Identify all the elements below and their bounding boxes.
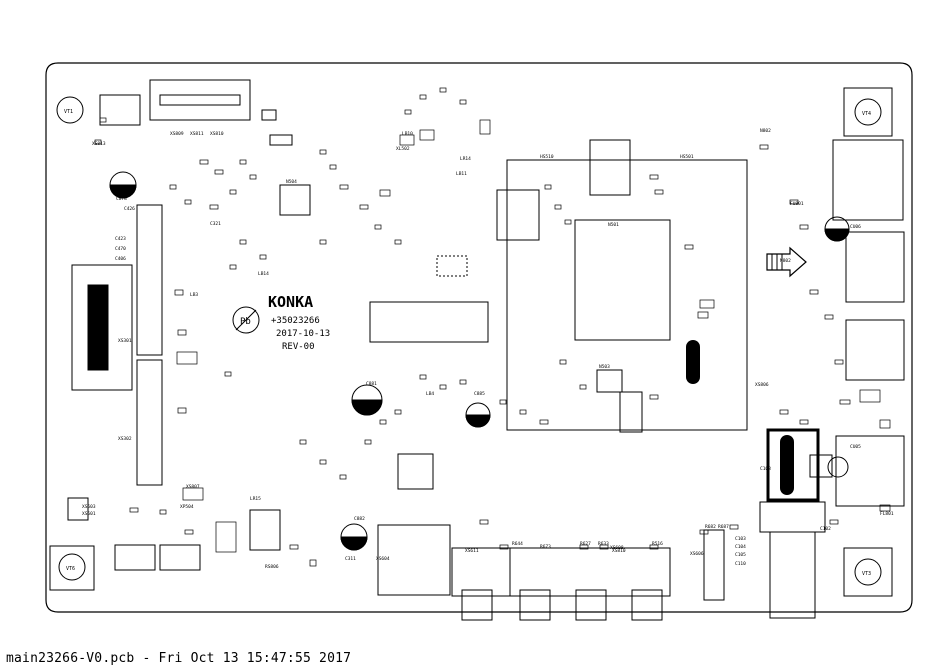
svg-text:C426: C426 xyxy=(124,206,135,212)
svg-text:R682: R682 xyxy=(705,524,716,530)
svg-text:HS510: HS510 xyxy=(540,154,554,160)
mounting-hole-top-left: VT1 xyxy=(56,96,84,124)
crystal-center xyxy=(686,340,700,384)
electrolytic-caps xyxy=(109,171,850,551)
svg-text:C108: C108 xyxy=(760,466,771,472)
mounting-hole-bottom-left: VT6 xyxy=(49,545,95,591)
svg-text:Pb: Pb xyxy=(240,317,251,327)
left-connector-lower xyxy=(67,359,201,571)
svg-text:CU06: CU06 xyxy=(850,224,861,230)
svg-text:C885: C885 xyxy=(474,391,485,397)
svg-text:R516: R516 xyxy=(652,541,663,547)
svg-text:LB14: LB14 xyxy=(258,271,269,277)
svg-text:XS813: XS813 xyxy=(92,141,106,147)
svg-text:XS301: XS301 xyxy=(118,338,132,344)
svg-text:VT1: VT1 xyxy=(64,109,73,115)
right-connectors xyxy=(766,139,905,507)
svg-text:XS604: XS604 xyxy=(376,556,390,562)
svg-text:N504: N504 xyxy=(286,179,297,185)
board-outline xyxy=(45,62,913,613)
svg-text:2017-10-13: 2017-10-13 xyxy=(276,329,330,339)
svg-text:XS809: XS809 xyxy=(170,131,184,137)
svg-text:VT4: VT4 xyxy=(862,111,871,117)
svg-text:LB10: LB10 xyxy=(402,131,413,137)
component-scatter xyxy=(94,87,891,567)
svg-text:XS811: XS811 xyxy=(190,131,204,137)
svg-text:C423: C423 xyxy=(115,236,126,242)
svg-text:C102: C102 xyxy=(820,526,831,532)
svg-text:XS601: XS601 xyxy=(82,511,96,517)
svg-text:+35023266: +35023266 xyxy=(271,316,320,326)
svg-text:KONKA: KONKA xyxy=(268,293,313,311)
svg-text:XS608: XS608 xyxy=(610,545,624,551)
svg-text:XS611: XS611 xyxy=(465,548,479,554)
svg-text:LB11: LB11 xyxy=(456,171,467,177)
svg-text:C104: C104 xyxy=(735,544,746,550)
svg-text:CU05: CU05 xyxy=(850,444,861,450)
svg-text:LR14: LR14 xyxy=(460,156,471,162)
svg-text:XS302: XS302 xyxy=(118,436,132,442)
svg-text:C406: C406 xyxy=(115,256,126,262)
svg-text:VT6: VT6 xyxy=(66,566,75,572)
svg-text:N802: N802 xyxy=(760,128,771,134)
svg-text:C103: C103 xyxy=(735,536,746,542)
mounting-hole-top-right: VT4 xyxy=(843,87,893,137)
svg-text:C470: C470 xyxy=(115,246,126,252)
svg-text:C882: C882 xyxy=(354,516,365,522)
label-area xyxy=(369,301,489,343)
svg-text:XS606: XS606 xyxy=(690,551,704,557)
ics xyxy=(249,184,833,551)
svg-text:LB4: LB4 xyxy=(426,391,434,397)
svg-text:XS806: XS806 xyxy=(755,382,769,388)
mounting-hole-bottom-right: VT3 xyxy=(843,547,893,597)
top-connector xyxy=(99,79,293,146)
crystal-right xyxy=(780,435,794,495)
svg-text:R627: R627 xyxy=(580,541,591,547)
svg-text:C321: C321 xyxy=(210,221,221,227)
svg-text:FL801: FL801 xyxy=(880,511,894,517)
svg-text:LB3: LB3 xyxy=(190,292,198,298)
board-marking: KONKA +35023266 2017-10-13 REV-00 Pb xyxy=(232,293,330,352)
svg-text:FU801: FU801 xyxy=(790,201,804,207)
svg-text:XL502: XL502 xyxy=(396,146,410,152)
bottom-connectors xyxy=(377,501,826,621)
svg-text:C110: C110 xyxy=(735,561,746,567)
svg-text:VT3: VT3 xyxy=(862,571,871,577)
tuner-area xyxy=(766,428,820,502)
svg-text:XS603: XS603 xyxy=(82,504,96,510)
svg-text:R633: R633 xyxy=(598,541,609,547)
svg-text:REV-00: REV-00 xyxy=(282,342,315,352)
left-connector-upper xyxy=(71,204,163,391)
svg-text:HS501: HS501 xyxy=(680,154,694,160)
svg-text:XS810: XS810 xyxy=(612,548,626,554)
pcb-file-info: main23266-V0.pcb - Fri Oct 13 15:47:55 2… xyxy=(6,651,352,666)
svg-text:R673: R673 xyxy=(540,544,551,550)
svg-text:XS810: XS810 xyxy=(210,131,224,137)
svg-text:N501: N501 xyxy=(608,222,619,228)
svg-text:C311: C311 xyxy=(345,556,356,562)
svg-text:C105: C105 xyxy=(735,552,746,558)
svg-text:R687: R687 xyxy=(718,524,729,530)
svg-text:C878: C878 xyxy=(116,196,127,202)
svg-text:N802: N802 xyxy=(780,258,791,264)
reference-labels: XS813 XS809 XS811 XS810 XS603 XS601 XS30… xyxy=(82,128,894,570)
svg-text:N503: N503 xyxy=(599,364,610,370)
soc-heatsink-frame xyxy=(496,139,748,431)
svg-text:XS807: XS807 xyxy=(186,484,200,490)
svg-text:LR15: LR15 xyxy=(250,496,261,502)
svg-text:XP504: XP504 xyxy=(180,504,194,510)
svg-text:RS806: RS806 xyxy=(265,564,279,570)
svg-text:R644: R644 xyxy=(512,541,523,547)
svg-text:C881: C881 xyxy=(366,381,377,387)
